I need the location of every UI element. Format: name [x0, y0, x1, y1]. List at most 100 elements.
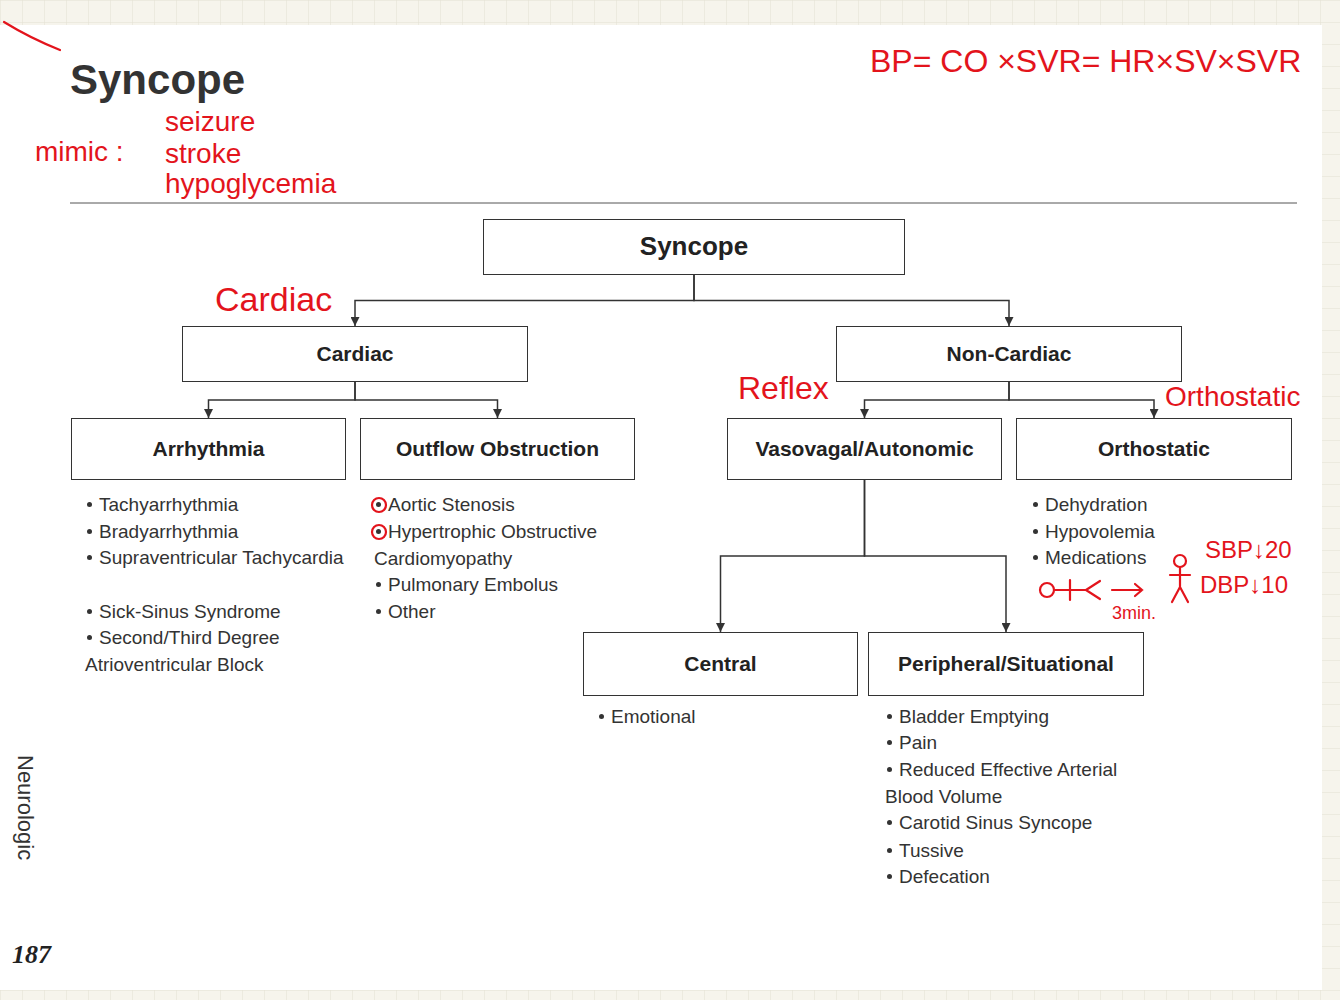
list-text: Carotid Sinus Syncope [899, 812, 1092, 833]
list-text: Other [388, 601, 436, 622]
bullet-item: Hypovolemia [1031, 519, 1201, 546]
bullet-item: Dehydration [1031, 492, 1201, 519]
handwritten-note: 3min. [1112, 604, 1156, 622]
bullet-dot [887, 767, 892, 772]
handwritten-note: mimic : [35, 138, 124, 166]
bullet-dot [887, 820, 892, 825]
box-label: Vasovagal/Autonomic [755, 436, 973, 461]
note-text: Cardiac [215, 280, 332, 318]
box-label: Orthostatic [1098, 436, 1210, 461]
note-text: Reflex [738, 370, 829, 406]
tree-connector [865, 480, 1007, 632]
handwritten-marks [4, 22, 1190, 602]
box-label: Arrhythmia [152, 436, 264, 461]
note-text: 3min. [1112, 603, 1156, 623]
bullet-dot [887, 740, 892, 745]
list-text: Supraventricular Tachycardia [99, 547, 344, 568]
tree-connector [1009, 382, 1154, 418]
bullet-item: Aortic Stenosis [374, 492, 629, 519]
bullet-item: Reduced Effective Arterial Blood Volume [885, 757, 1147, 810]
note-text: Neurologic [13, 755, 38, 860]
slide-title: Syncope [70, 55, 245, 105]
handwritten-note: seizure [165, 108, 255, 136]
bullet-item: Second/Third Degree Atrioventricular Blo… [85, 625, 347, 678]
note-text: Orthostatic [1165, 381, 1300, 412]
note-text: seizure [165, 106, 255, 137]
handwritten-note: SBP↓20 [1205, 538, 1292, 562]
handwritten-note: DBP↓10 [1200, 573, 1288, 597]
bullet-dot [376, 582, 381, 587]
subtype-box: Central [583, 632, 858, 696]
bullet-dot [87, 609, 92, 614]
box-label: Cardiac [316, 341, 393, 366]
list-text: Tachyarrhythmia [99, 494, 238, 515]
list-text: Aortic Stenosis [388, 494, 515, 515]
bullet-item: Emotional [597, 704, 847, 731]
note-text: mimic : [35, 136, 124, 167]
stick-figure-head [1174, 555, 1186, 567]
box-label: Peripheral/Situational [898, 651, 1114, 676]
tree-connector [694, 275, 1009, 326]
bullet-dot [1033, 555, 1038, 560]
box-label: Non-Cardiac [947, 341, 1072, 366]
highlight-circle [372, 498, 386, 512]
title-rule [70, 203, 1297, 204]
slide-page [0, 25, 1322, 990]
tree-connector [355, 382, 498, 418]
box-label: Syncope [640, 231, 748, 262]
bullet-dot [1033, 502, 1038, 507]
list-text: Pulmonary Embolus [388, 574, 558, 595]
stick-figure-head [1040, 583, 1054, 597]
category-box: Cardiac [182, 326, 528, 382]
side-tab-label: Neurologic [12, 755, 38, 860]
note-text: stroke [165, 138, 241, 169]
note-text: BP= CO ×SVR= HR×SV×SVR [870, 43, 1301, 79]
list-text: Defecation [899, 866, 990, 887]
bullet-dot [376, 529, 381, 534]
tree-connector [865, 382, 1010, 418]
note-text: SBP↓20 [1205, 536, 1292, 563]
highlight-circle [372, 525, 386, 539]
bullet-dot [887, 874, 892, 879]
subtype-box: Peripheral/Situational [868, 632, 1144, 696]
bullet-item: Pulmonary Embolus [374, 572, 629, 599]
list-text: Second/Third Degree Atrioventricular Blo… [85, 627, 280, 675]
subtype-box: Outflow Obstruction [360, 418, 635, 480]
handwritten-note: Orthostatic [1165, 383, 1300, 411]
bullet-item: Supraventricular Tachycardia [85, 545, 347, 572]
bullet-dot [1033, 529, 1038, 534]
handwritten-note: hypoglycemia [165, 170, 336, 198]
subtype-box: Orthostatic [1016, 418, 1292, 480]
tree-connector [355, 275, 694, 326]
list-text: Dehydration [1045, 494, 1147, 515]
list-text: Tussive [899, 840, 964, 861]
list-text: Hypovolemia [1045, 521, 1155, 542]
root-box: Syncope [483, 219, 905, 275]
pen-stroke [4, 22, 60, 50]
bullet-dot [887, 848, 892, 853]
subtype-box: Vasovagal/Autonomic [727, 418, 1002, 480]
box-label: Outflow Obstruction [396, 436, 599, 461]
list-text: Medications [1045, 547, 1146, 568]
subtype-box: Arrhythmia [71, 418, 346, 480]
bullet-item: Bladder Emptying [885, 704, 1147, 731]
bullet-item: Bradyarrhythmia [85, 519, 347, 546]
bullet-dot [376, 502, 381, 507]
lying-stick-figure [1054, 580, 1100, 600]
tree-connector [209, 382, 356, 418]
list-text: Hypertrophic Obstructive Cardiomyopathy [374, 521, 597, 569]
standing-stick-figure [1170, 567, 1190, 602]
list-text: Pain [899, 732, 937, 753]
category-box: Non-Cardiac [836, 326, 1182, 382]
bullet-dot [887, 714, 892, 719]
bullet-dot [87, 502, 92, 507]
note-text: DBP↓10 [1200, 571, 1288, 598]
list-text: Sick-Sinus Syndrome [99, 601, 281, 622]
list-text: Reduced Effective Arterial Blood Volume [885, 759, 1117, 807]
list-text: Bladder Emptying [899, 706, 1049, 727]
bullet-item: Hypertrophic Obstructive Cardiomyopathy [374, 519, 629, 572]
bullet-item: Tussive [885, 838, 1147, 865]
tree-connector [721, 480, 865, 632]
